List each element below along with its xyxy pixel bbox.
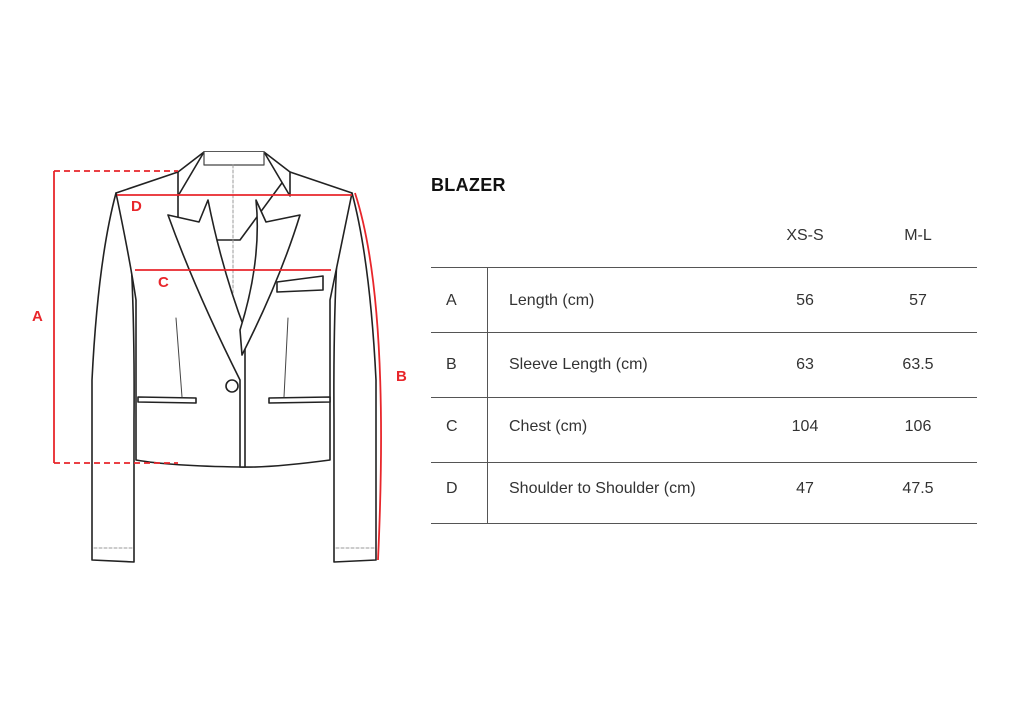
row-key: B — [446, 356, 457, 373]
row-value-xs-s: 63 — [796, 356, 814, 373]
measure-label-d: D — [131, 198, 142, 215]
table-row: B Sleeve Length (cm) 63 63.5 — [431, 333, 977, 397]
size-column-m-l: M-L — [904, 227, 932, 244]
row-value-m-l: 63.5 — [902, 356, 934, 373]
row-key: A — [446, 292, 457, 309]
table-row: A Length (cm) 56 57 — [431, 269, 977, 333]
divider — [431, 397, 977, 398]
measure-label-a: A — [32, 308, 43, 325]
row-measurement: Length (cm) — [509, 292, 595, 309]
divider — [431, 267, 977, 268]
row-value-xs-s: 47 — [796, 480, 814, 497]
blazer-sketch — [53, 151, 382, 563]
divider — [431, 523, 977, 524]
column-divider — [487, 267, 488, 523]
row-value-xs-s: 56 — [796, 292, 814, 309]
product-title: BLAZER — [431, 175, 506, 195]
row-measurement: Shoulder to Shoulder (cm) — [509, 480, 696, 497]
size-column-xs-s: XS-S — [786, 227, 824, 244]
row-value-m-l: 106 — [904, 418, 932, 435]
row-value-xs-s: 104 — [791, 418, 819, 435]
divider — [431, 332, 977, 333]
table-row: C Chest (cm) 104 106 — [431, 395, 977, 459]
row-key: C — [446, 418, 458, 435]
row-key: D — [446, 480, 458, 497]
divider — [431, 462, 977, 463]
table-row: D Shoulder to Shoulder (cm) 47 47.5 — [431, 457, 977, 521]
row-measurement: Sleeve Length (cm) — [509, 356, 648, 373]
measure-label-b: B — [396, 368, 407, 385]
row-measurement: Chest (cm) — [509, 418, 588, 435]
row-value-m-l: 47.5 — [902, 480, 934, 497]
row-value-m-l: 57 — [909, 292, 927, 309]
measure-label-c: C — [158, 274, 169, 291]
